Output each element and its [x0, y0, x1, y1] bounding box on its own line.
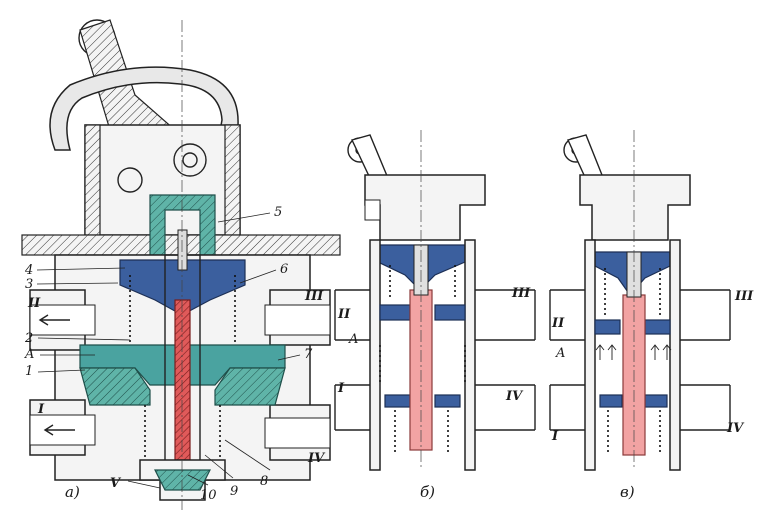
label-III-b: III — [511, 286, 531, 301]
body-b — [369, 239, 476, 471]
label-3: 3 — [25, 277, 33, 292]
top-housing-c — [579, 174, 691, 241]
label-8: 8 — [260, 474, 268, 489]
label-4: 4 — [24, 263, 33, 278]
label-IV-b: IV — [505, 389, 524, 404]
view-a: 5 4 3 6 II III 2 A 1 7 I IV 8 9 10 — [21, 19, 341, 510]
label-II-b: II — [337, 307, 351, 322]
label-IV-c: IV — [726, 421, 745, 436]
label-A-c: A — [555, 346, 565, 361]
lower-piston-a — [79, 367, 286, 406]
label-10: 10 — [200, 488, 217, 503]
label-II-c: II — [551, 316, 565, 331]
label-5: 5 — [274, 205, 282, 220]
label-2: 2 — [24, 331, 33, 346]
top-housing-b — [364, 174, 486, 241]
caption-b: б) — [420, 483, 435, 501]
label-9: 9 — [230, 484, 238, 499]
labels-a: 5 4 3 6 II III 2 A 1 7 I IV 8 9 10 — [24, 205, 326, 503]
label-6: 6 — [280, 262, 288, 277]
label-A-a: A — [24, 347, 34, 362]
label-IV-a: IV — [307, 451, 326, 466]
caption-c: в) — [620, 483, 635, 501]
view-b: III II A IV I б) — [334, 130, 536, 501]
label-A-b: A — [348, 332, 358, 347]
label-I-c: I — [551, 429, 559, 444]
label-7: 7 — [304, 347, 313, 362]
rod-a — [174, 299, 191, 461]
label-III-a: III — [304, 289, 324, 304]
label-II-a: II — [27, 296, 41, 311]
label-III-c: III — [734, 289, 754, 304]
label-V-a: V — [110, 476, 122, 491]
view-c: III II A IV I в) — [549, 130, 754, 501]
label-I-b: I — [337, 381, 345, 396]
label-I-a: I — [37, 402, 45, 417]
caption-a: а) — [65, 483, 80, 501]
body-c — [584, 239, 681, 471]
diaphragm-a — [119, 259, 246, 316]
label-1: 1 — [25, 364, 33, 379]
